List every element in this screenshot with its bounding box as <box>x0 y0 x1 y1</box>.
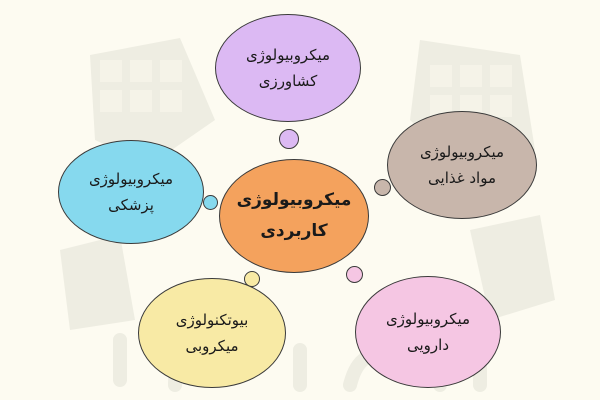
connector-dot-left <box>203 195 218 210</box>
node-biotech-line2: میکروبی <box>185 337 239 355</box>
connector-dot-bottom-right <box>346 266 363 283</box>
node-microbial-biotechnology: بیوتکنولوژی میکروبی <box>138 278 286 388</box>
node-medical-microbiology: میکروبیولوژی پزشکی <box>58 140 204 244</box>
node-center-line1: میکروبیولوژی <box>236 190 352 211</box>
node-food-microbiology: میکروبیولوژی مواد غذایی <box>387 111 537 219</box>
node-biotech-line1: بیوتکنولوژی <box>175 310 249 329</box>
node-agricultural-line2: کشاورزی <box>258 72 318 90</box>
node-agricultural-line1: میکروبیولوژی <box>245 45 331 64</box>
node-center-line2: کاربردی <box>260 221 328 241</box>
node-pharma-line2: دارویی <box>406 336 449 354</box>
node-medical-line2: پزشکی <box>108 196 154 214</box>
connector-dot-right <box>374 179 391 196</box>
node-food-line1: میکروبیولوژی <box>419 142 505 161</box>
node-food-line2: مواد غذایی <box>428 169 496 187</box>
node-applied-microbiology: میکروبیولوژی کاربردی <box>219 159 369 273</box>
node-pharmaceutical-microbiology: میکروبیولوژی دارویی <box>355 276 501 388</box>
connector-dot-top <box>279 129 299 149</box>
node-pharma-line1: میکروبیولوژی <box>385 309 471 328</box>
node-agricultural-microbiology: میکروبیولوژی کشاورزی <box>215 14 361 122</box>
node-medical-line1: میکروبیولوژی <box>88 169 174 188</box>
